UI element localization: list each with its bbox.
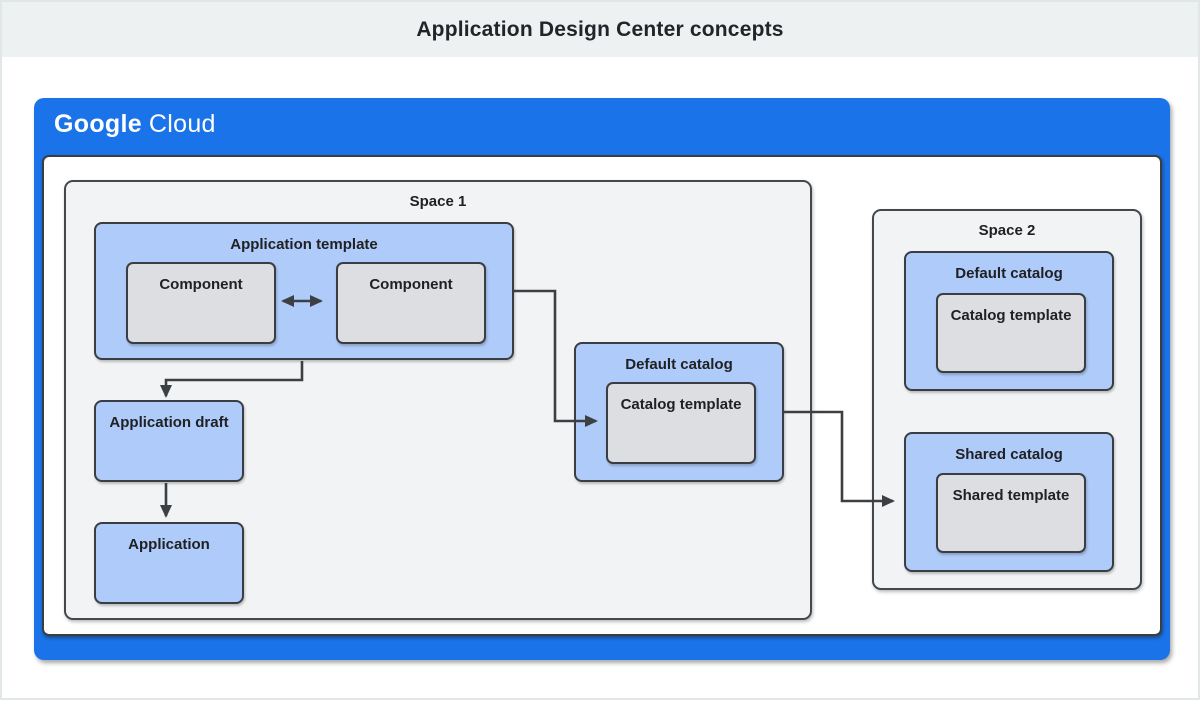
application-template-label: Application template [230,236,378,253]
default-catalog-space1-node: Default catalog Catalog template [574,342,784,482]
cloud-logo-text: Cloud [148,110,216,138]
catalog-template-space1-label: Catalog template [620,396,742,413]
application-node: Application [94,522,244,604]
google-logo-text: Google [54,110,142,138]
title-banner: Application Design Center concepts [2,2,1198,57]
default-catalog-space2-label: Default catalog [955,265,1063,282]
application-label: Application [128,536,210,553]
application-draft-label: Application draft [109,414,229,431]
application-draft-node: Application draft [94,400,244,482]
application-template-node: Application template Component Component [94,222,514,360]
space-2-container: Space 2 Default catalog Catalog template… [872,209,1142,590]
component-2-label: Component [369,276,453,293]
default-catalog-space2-node: Default catalog Catalog template [904,251,1114,391]
shared-catalog-node: Shared catalog Shared template [904,432,1114,572]
catalog-template-space2-node: Catalog template [936,293,1086,373]
shared-template-node: Shared template [936,473,1086,553]
component-1-label: Component [159,276,243,293]
shared-template-label: Shared template [952,487,1070,504]
shared-catalog-label: Shared catalog [955,446,1063,463]
component-1-node: Component [126,262,276,344]
space-1-container: Space 1 Application template Component C… [64,180,812,620]
space-2-label: Space 2 [978,222,1036,239]
page-title: Application Design Center concepts [416,17,784,41]
catalog-template-space1-node: Catalog template [606,382,756,464]
default-catalog-space1-label: Default catalog [625,356,733,373]
space-1-label: Space 1 [409,193,467,210]
catalog-template-space2-label: Catalog template [950,307,1072,324]
component-2-node: Component [336,262,486,344]
project-panel: Space 1 Application template Component C… [42,155,1162,636]
